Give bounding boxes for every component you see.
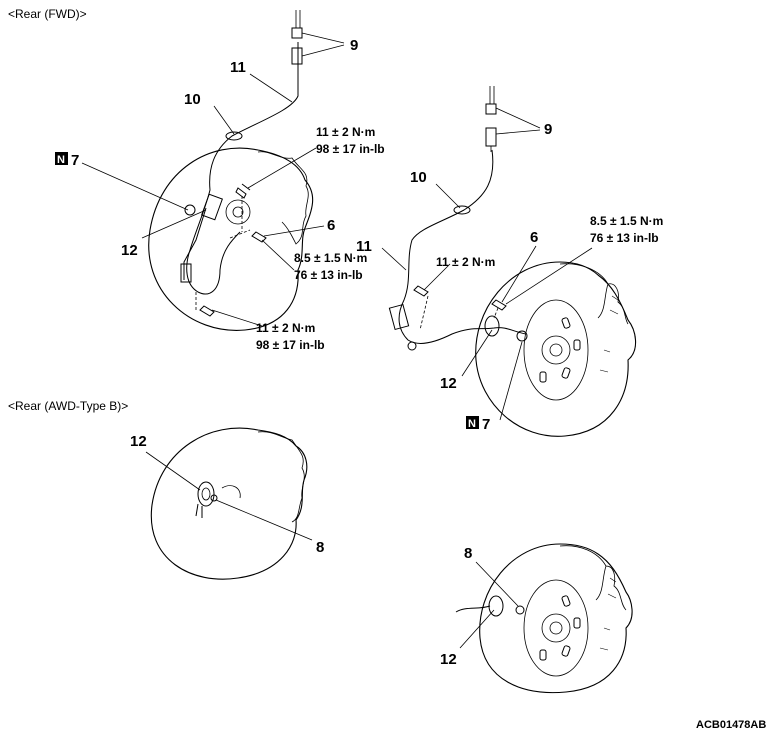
awd-left-assembly xyxy=(150,427,308,580)
fwd-right-assembly xyxy=(388,86,637,437)
fwd-right-leaders xyxy=(381,107,593,421)
fwd-right-sensor xyxy=(484,315,500,337)
callout-7-fwd-left: N 7 xyxy=(55,152,79,169)
fwd-left-bolt-mid xyxy=(251,231,267,243)
fwd-right-nut xyxy=(516,330,528,342)
callout-11-fwd-right: 11 xyxy=(356,238,372,255)
torque-spec-b-fwd-right: 8.5 ± 1.5 N·m xyxy=(590,214,663,228)
torque-spec-bot-fwd-left-inlb: 98 ± 17 in-lb xyxy=(256,338,325,352)
awd-right-assembly xyxy=(455,543,633,694)
fwd-right-clip xyxy=(388,303,410,331)
callout-8-awd-left: 8 xyxy=(316,539,324,556)
fwd-right-connector-lower xyxy=(485,127,497,147)
fwd-left-sensor xyxy=(201,193,223,221)
awd-left-leaders xyxy=(145,451,313,541)
fwd-right-bolt-a xyxy=(413,285,429,297)
torque-spec-top-fwd-left-inlb: 98 ± 17 in-lb xyxy=(316,142,385,156)
fwd-left-bolt-top xyxy=(235,183,251,199)
fwd-left-connector-upper xyxy=(291,27,303,39)
awd-right-rotor-face xyxy=(523,579,589,677)
fwd-left-leaders xyxy=(81,32,345,327)
fwd-left-assembly xyxy=(148,10,314,331)
torque-spec-b-fwd-right-inlb: 76 ± 13 in-lb xyxy=(590,231,659,245)
awd-left-sensor xyxy=(197,481,215,507)
svg-text:7: 7 xyxy=(71,152,79,169)
awd-right-lug-2 xyxy=(573,617,581,629)
callout-12-awd-right: 12 xyxy=(440,651,457,668)
callout-12-awd-left: 12 xyxy=(130,433,147,450)
awd-right-leaders xyxy=(459,561,519,649)
torque-spec-bot-fwd-left: 11 ± 2 N·m xyxy=(256,321,315,335)
fwd-right-lug-1 xyxy=(561,317,571,329)
callout-7-fwd-right: N 7 xyxy=(466,416,490,433)
fwd-right-connector-upper xyxy=(485,103,497,115)
fwd-right-rotor-face xyxy=(523,299,589,401)
callout-11-fwd-left: 11 xyxy=(230,59,246,76)
torque-spec-mid-fwd-left-inlb: 76 ± 13 in-lb xyxy=(294,268,363,282)
torque-spec-top-fwd-left: 11 ± 2 N·m xyxy=(316,125,375,139)
awd-right-caliper xyxy=(559,545,627,611)
callout-8-awd-right: 8 xyxy=(464,545,472,562)
fwd-left-clip xyxy=(180,263,192,283)
fwd-left-nut xyxy=(184,204,196,216)
fwd-left-backing-plate xyxy=(148,147,314,331)
fwd-right-harness xyxy=(398,149,527,344)
new-part-badge xyxy=(55,152,68,165)
awd-left-bolt xyxy=(210,494,218,502)
fwd-left-bolt-bot xyxy=(199,305,215,317)
svg-text:7: 7 xyxy=(482,416,490,433)
fwd-right-lug-4 xyxy=(539,371,547,383)
figure-code: ACB01478AB xyxy=(696,719,766,731)
callout-6-fwd-left: 6 xyxy=(327,217,335,234)
awd-right-lug-3 xyxy=(561,645,571,657)
section-title-rear-awd: <Rear (AWD-Type B)> xyxy=(8,399,128,413)
callout-9-fwd-right: 9 xyxy=(544,121,552,138)
callout-10-fwd-right: 10 xyxy=(410,169,427,186)
awd-right-hub xyxy=(541,613,571,643)
fwd-left-hub xyxy=(225,199,251,225)
fwd-left-connector-lower xyxy=(291,47,303,65)
callout-6-fwd-right: 6 xyxy=(530,229,538,246)
svg-text:N: N xyxy=(57,154,65,166)
fwd-left-knuckle xyxy=(257,151,309,245)
torque-spec-a-fwd-right: 11 ± 2 N·m xyxy=(436,255,495,269)
svg-text:N: N xyxy=(468,418,476,430)
awd-left-knuckle xyxy=(257,431,305,523)
fwd-right-lug-3 xyxy=(561,367,571,379)
awd-left-backing-plate xyxy=(150,427,308,580)
callout-12-fwd-left: 12 xyxy=(121,242,138,259)
fwd-right-hub xyxy=(541,335,571,365)
fwd-right-brake-disc xyxy=(475,261,637,437)
awd-right-lug-1 xyxy=(561,595,571,607)
awd-right-bolt xyxy=(515,605,525,615)
fwd-right-grommet xyxy=(453,205,471,215)
awd-right-harness xyxy=(455,605,491,613)
awd-right-brake-disc xyxy=(479,543,633,694)
fwd-right-lug-2 xyxy=(573,339,581,351)
new-part-badge xyxy=(466,416,479,429)
callout-12-fwd-right: 12 xyxy=(440,375,457,392)
callout-10-fwd-left: 10 xyxy=(184,91,201,108)
section-title-rear-fwd: <Rear (FWD)> xyxy=(8,7,87,21)
callout-9-fwd-left: 9 xyxy=(350,37,358,54)
awd-right-lug-4 xyxy=(539,649,547,661)
fwd-right-bolt-b xyxy=(491,299,507,311)
fwd-right-caliper xyxy=(559,263,629,325)
torque-spec-mid-fwd-left: 8.5 ± 1.5 N·m xyxy=(294,251,367,265)
fwd-left-grommet xyxy=(225,131,243,141)
